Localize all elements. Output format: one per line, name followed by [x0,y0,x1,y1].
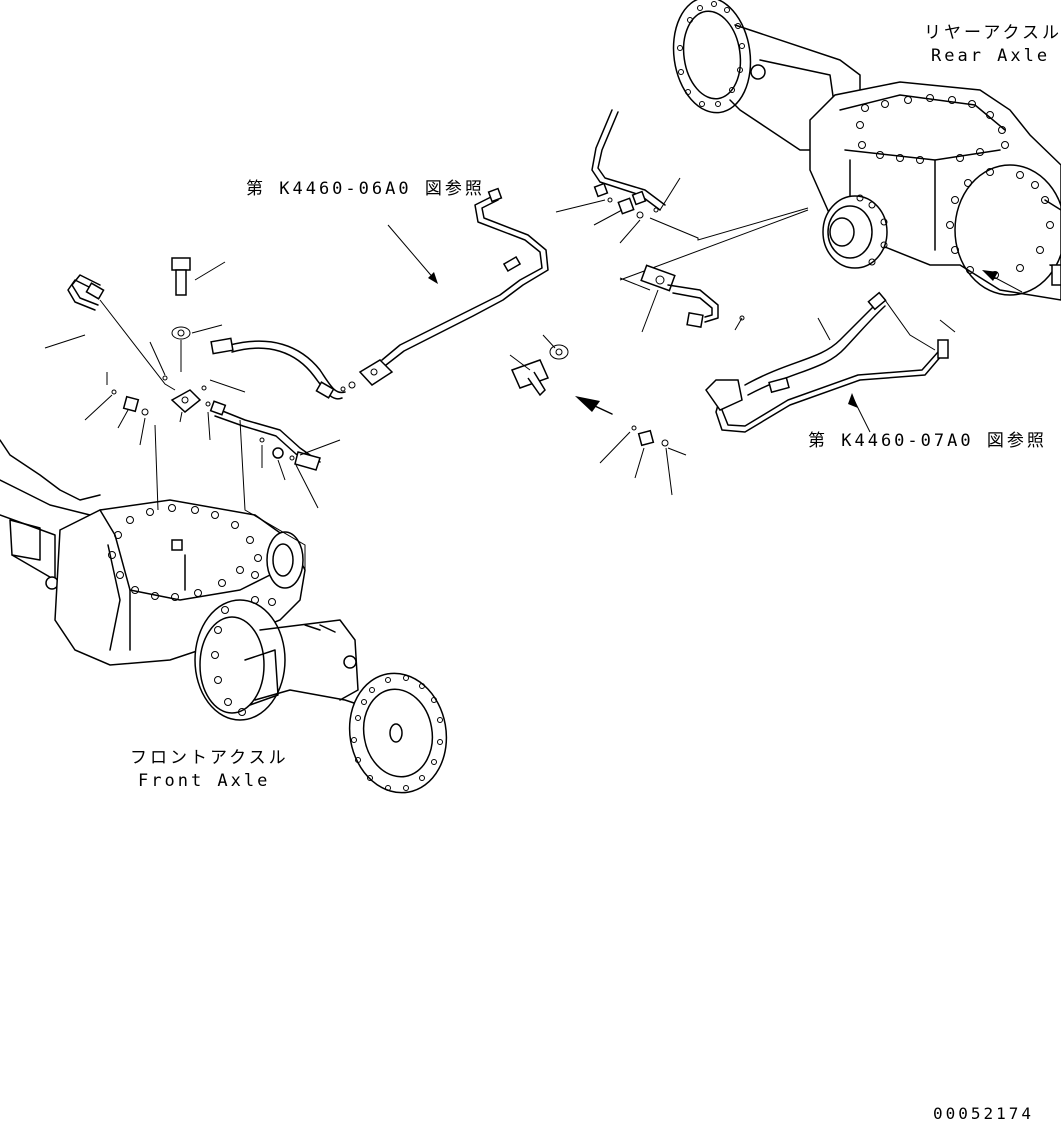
front-axle-assembly [0,439,448,794]
rear-axle-label-jp: リヤーアクスル [924,23,1061,43]
rear-brake-pipes [509,109,1023,496]
drawing-number: 00052174 [933,1104,1034,1123]
front-axle-label-jp: フロントアクスル [130,748,289,768]
reference-k4460-06a0: 第 K4460-06A0 図参照 [246,179,485,199]
reference-k4460-07a0: 第 K4460-07A0 図参照 [808,431,1047,451]
rear-axle-assembly [672,0,1061,301]
front-brake-pipes [44,187,549,570]
front-axle-label-en: Front Axle [138,771,270,791]
labels: リヤーアクスル Rear Axle 第 K4460-06A0 図参照 第 K44… [130,23,1061,1123]
rear-axle-label-en: Rear Axle [931,46,1050,66]
